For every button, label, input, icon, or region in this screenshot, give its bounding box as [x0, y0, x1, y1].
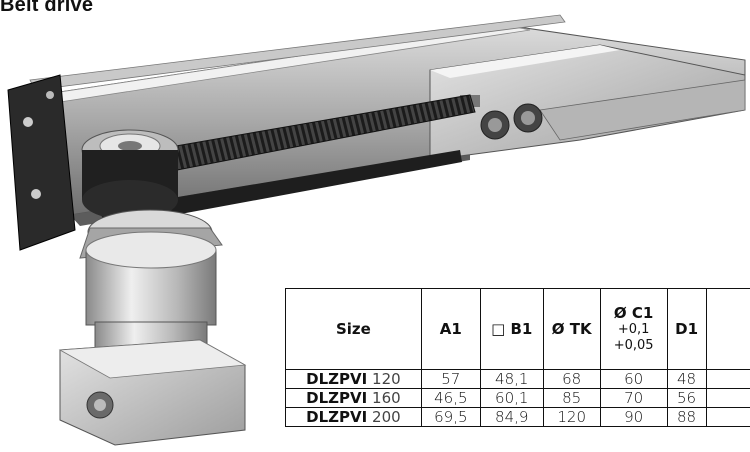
cell-c1: 60	[599, 369, 668, 389]
header-tk: Ø TK	[542, 288, 601, 370]
cell-cut	[705, 388, 750, 408]
cell-tk: 120	[542, 407, 601, 427]
model-size: 120	[372, 370, 401, 388]
table-row: DLZPVI 120 57 48,1 68 60 48	[285, 369, 750, 389]
header-c1-label: Ø C1	[613, 304, 654, 322]
cell-tk: 68	[542, 369, 601, 389]
cell-c1: 70	[599, 388, 668, 408]
table-row: DLZPVI 160 46,5 60,1 85 70 56	[285, 388, 750, 408]
dimensions-table: Size A1 □ B1 Ø TK Ø C1 +0,1 +0,05 D1 DLZ…	[285, 288, 750, 427]
cell-size: DLZPVI 120	[285, 369, 422, 389]
cell-size: DLZPVI 160	[285, 388, 422, 408]
header-c1-tol-upper: +0,1	[617, 322, 650, 337]
cell-b1: 60,1	[479, 388, 544, 408]
cell-cut	[705, 369, 750, 389]
cell-c1: 90	[599, 407, 668, 427]
page-title: Belt drive	[0, 0, 94, 16]
cell-a1: 46,5	[420, 388, 481, 408]
cell-a1: 57	[420, 369, 481, 389]
model-name: DLZPVI	[306, 389, 368, 407]
cell-d1: 88	[666, 407, 707, 427]
header-size: Size	[285, 288, 422, 370]
header-cut-column	[705, 288, 750, 370]
cell-a1: 69,5	[420, 407, 481, 427]
cell-d1: 56	[666, 388, 707, 408]
cell-size: DLZPVI 200	[285, 407, 422, 427]
model-name: DLZPVI	[306, 370, 368, 388]
header-d1: D1	[666, 288, 707, 370]
table-header-row: Size A1 □ B1 Ø TK Ø C1 +0,1 +0,05 D1	[285, 288, 750, 370]
header-c1: Ø C1 +0,1 +0,05	[599, 288, 668, 370]
table-row: DLZPVI 200 69,5 84,9 120 90 88	[285, 407, 750, 427]
cell-b1: 84,9	[479, 407, 544, 427]
model-size: 160	[372, 389, 401, 407]
cell-cut	[705, 407, 750, 427]
header-b1: □ B1	[479, 288, 544, 370]
header-a1: A1	[420, 288, 481, 370]
header-c1-tol-lower: +0,05	[613, 338, 654, 353]
cell-d1: 48	[666, 369, 707, 389]
cell-tk: 85	[542, 388, 601, 408]
cell-b1: 48,1	[479, 369, 544, 389]
model-name: DLZPVI	[306, 408, 368, 426]
model-size: 200	[372, 408, 401, 426]
